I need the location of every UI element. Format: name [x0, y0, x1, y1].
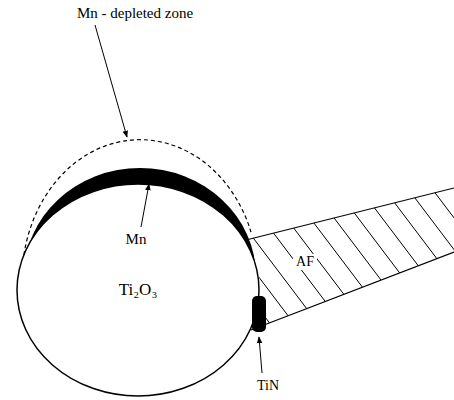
- hatch-line: [246, 165, 386, 350]
- element-label: Mn: [126, 231, 147, 248]
- leader-arrow: [141, 184, 149, 227]
- hatch-line: [150, 165, 290, 350]
- wedge-border: [246, 188, 454, 240]
- leader-arrow: [95, 25, 127, 137]
- precipitate-label: TiN: [257, 378, 279, 393]
- ferrite-wedge: AF: [240, 180, 454, 340]
- shape-outline: [240, 180, 454, 340]
- hatching: [150, 165, 454, 350]
- hatch-line: [222, 165, 362, 350]
- hatch-line: [270, 165, 410, 350]
- hatch-line: [294, 165, 434, 350]
- zone-label: Mn - depleted zone: [77, 5, 193, 22]
- tin-precipitate: [252, 296, 266, 332]
- leader-arrow: [259, 337, 262, 373]
- particle-label: Ti₂O₃: [119, 281, 158, 300]
- wedge-border: [251, 252, 454, 330]
- particle-outline: [17, 184, 259, 396]
- hatch-line: [198, 165, 338, 350]
- oxide-particle: Ti₂O₃: [16, 183, 260, 397]
- hatch-line: [390, 165, 454, 350]
- phase-label: AF: [293, 254, 317, 269]
